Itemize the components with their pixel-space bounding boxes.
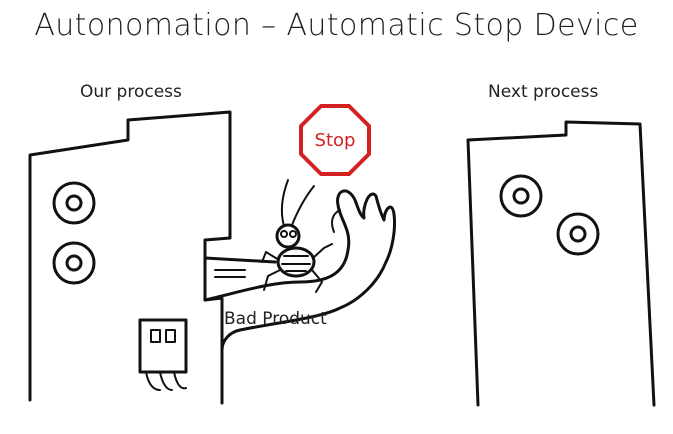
stop-sign-icon: Stop xyxy=(299,104,371,176)
slide-title: Autonomation – Automatic Stop Device xyxy=(34,8,639,43)
stop-sign-text: Stop xyxy=(315,130,356,151)
bug-icon xyxy=(261,179,333,293)
our-process-label: Our process xyxy=(80,82,182,102)
our-process-machine-icon xyxy=(28,110,232,405)
chute xyxy=(203,256,277,278)
bad-product-label: Bad Product xyxy=(224,309,327,329)
next-process-label: Next process xyxy=(488,82,599,102)
hand-icon xyxy=(203,189,396,352)
next-process-machine-icon xyxy=(466,120,656,407)
